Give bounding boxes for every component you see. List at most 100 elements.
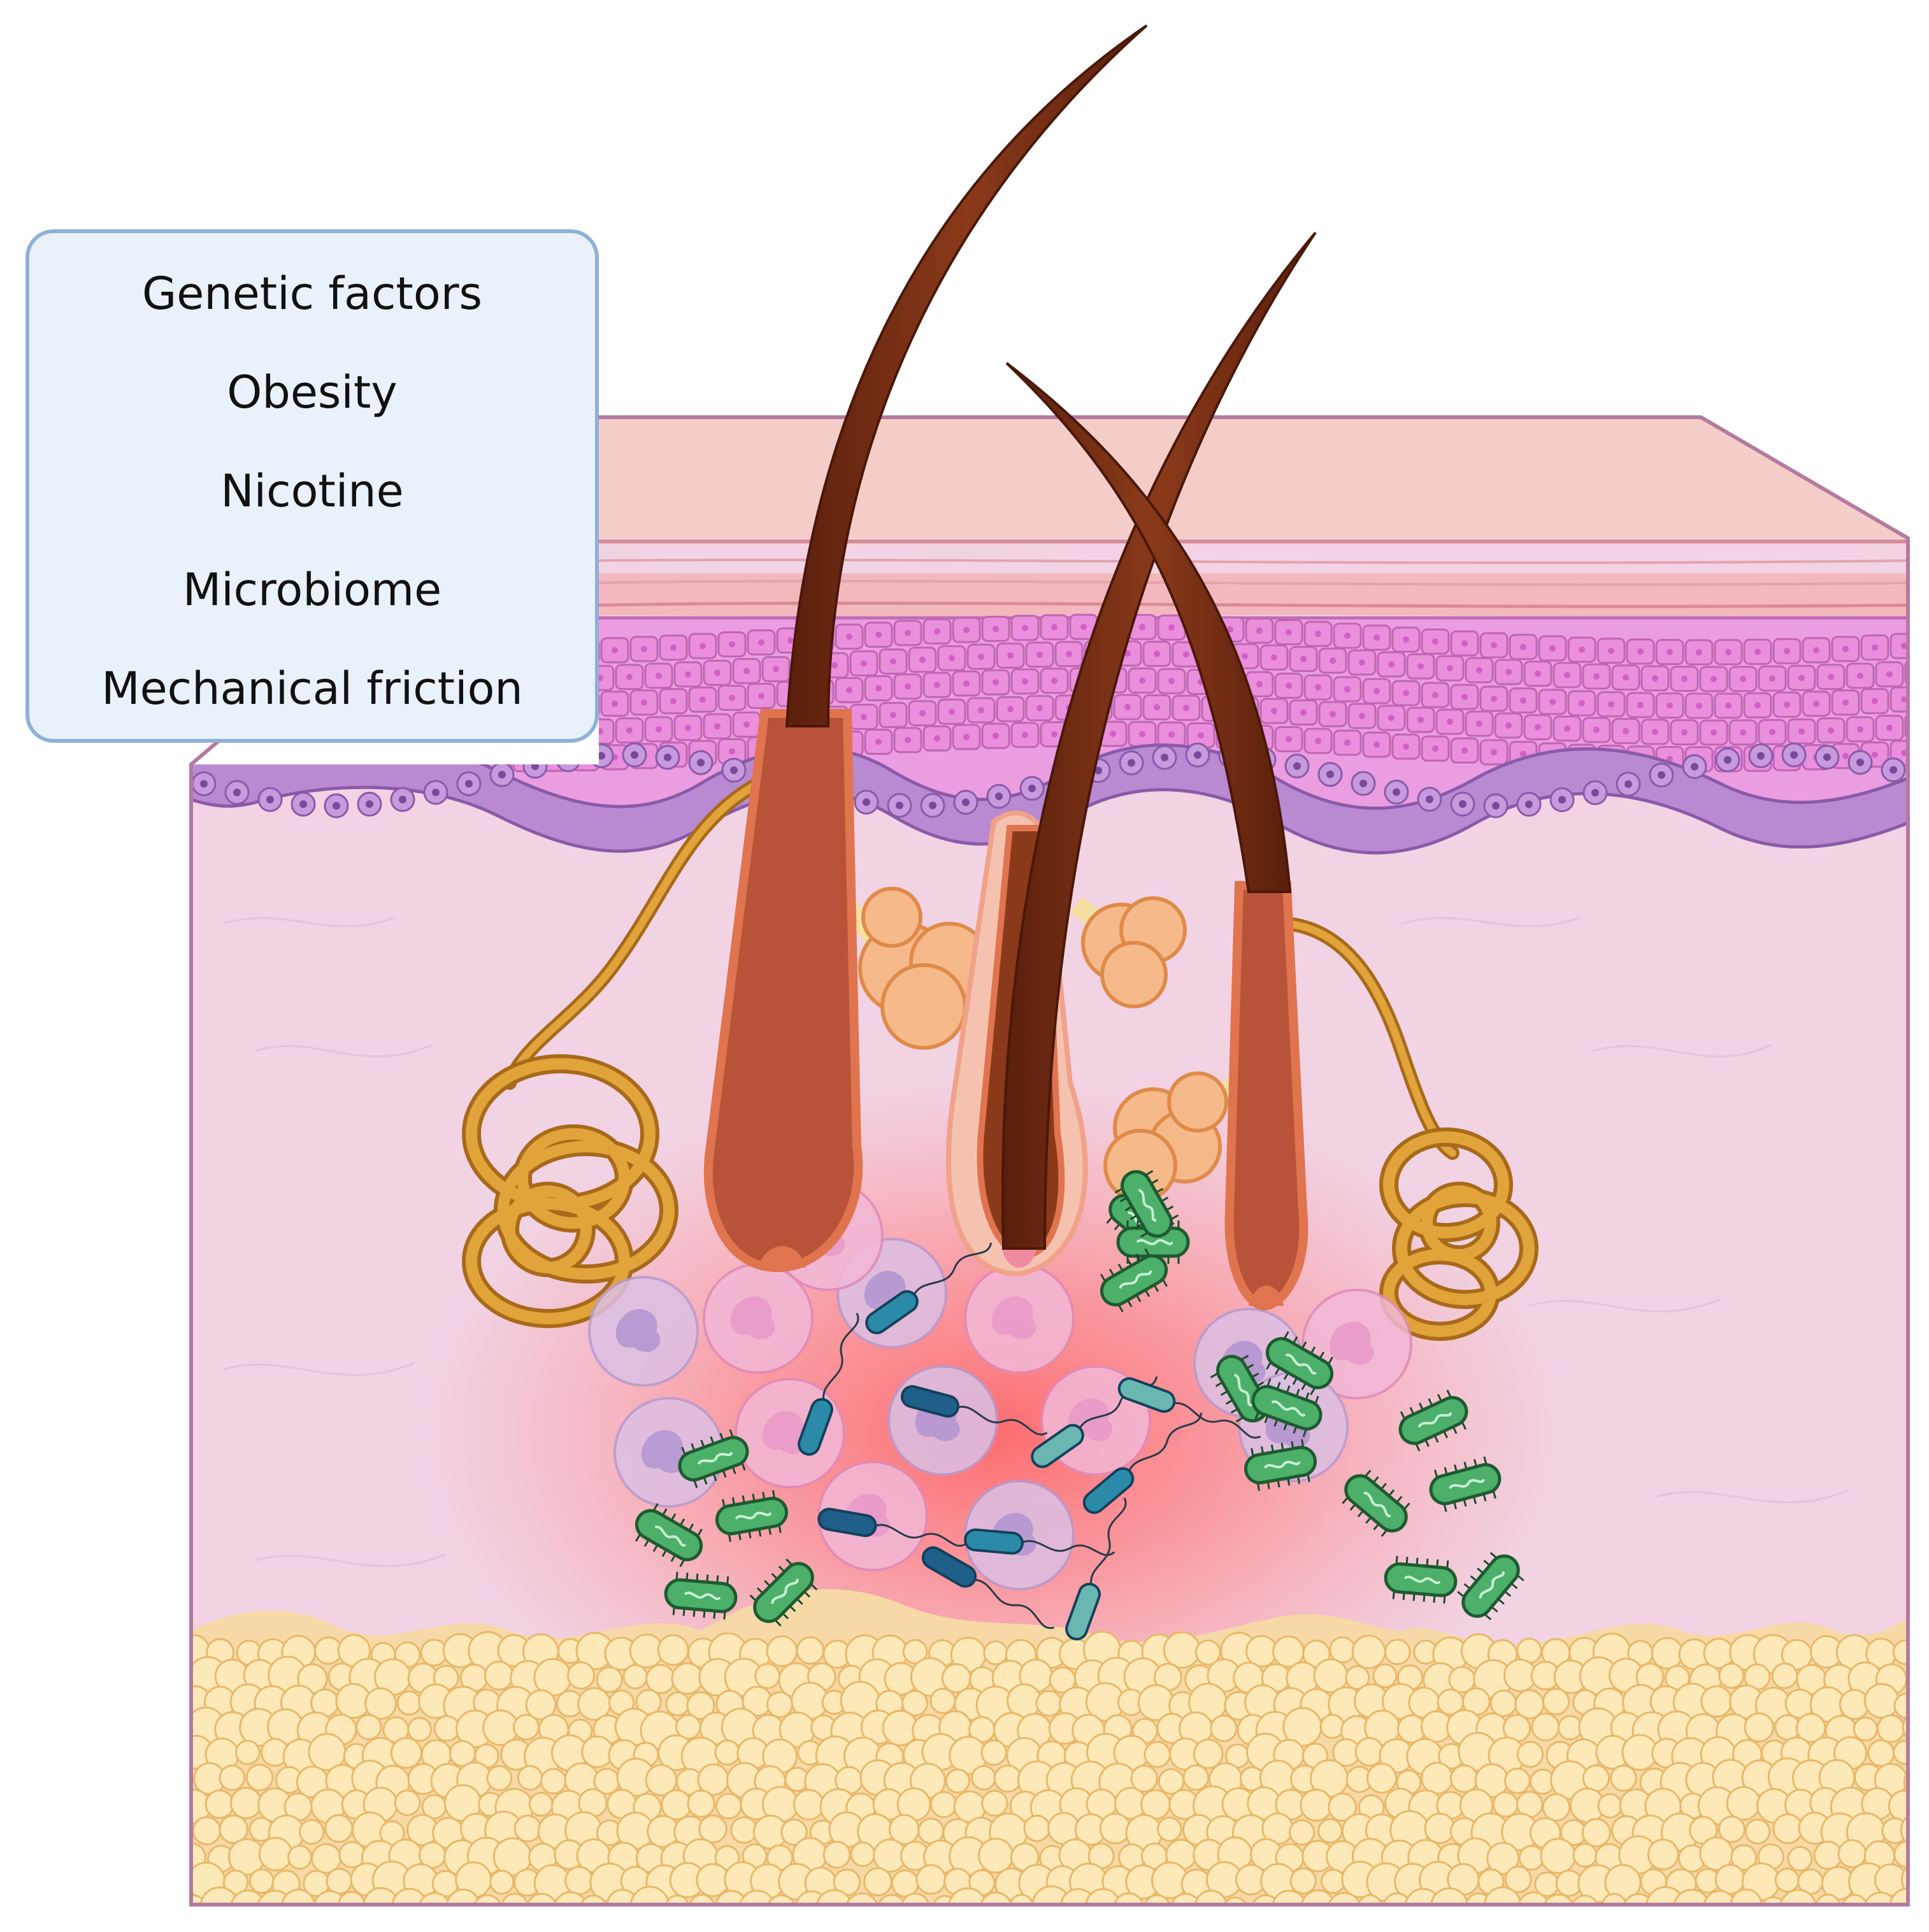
- fat-cell-icon: [1031, 1885, 1072, 1905]
- keratinocyte-cell: [1904, 659, 1908, 686]
- fat-cell-icon: [629, 1885, 670, 1905]
- fat-cell-icon: [1582, 1764, 1610, 1792]
- basal-cell-nucleus: [631, 751, 638, 759]
- cell-nucleus: [626, 727, 633, 734]
- cell-nucleus: [612, 647, 618, 654]
- fat-cell-icon: [391, 1887, 427, 1905]
- fat-cell-icon: [486, 1765, 513, 1791]
- fat-cell-icon: [1326, 1892, 1362, 1905]
- cell-nucleus: [1535, 670, 1541, 677]
- fat-cell-icon: [1085, 1888, 1121, 1905]
- cell-nucleus: [1535, 724, 1541, 731]
- bacterium-icon: [921, 1546, 1054, 1629]
- cell-nucleus: [1022, 678, 1028, 685]
- cell-nucleus: [494, 755, 501, 762]
- basal-cell-nucleus: [962, 798, 970, 806]
- fat-cell-icon: [983, 1640, 1008, 1666]
- fat-cell-icon: [1518, 1845, 1545, 1871]
- cell-nucleus: [963, 734, 970, 741]
- cell-nucleus: [1491, 695, 1497, 702]
- cell-nucleus: [1872, 698, 1878, 705]
- cell-nucleus: [758, 639, 764, 646]
- fat-cell-icon: [489, 1870, 515, 1895]
- fat-cell-icon: [941, 1663, 972, 1694]
- bacterium-icon: [865, 1242, 993, 1335]
- fat-cell-icon: [915, 1864, 947, 1895]
- cell-nucleus: [1373, 688, 1380, 695]
- fat-cell-icon: [1404, 1887, 1442, 1905]
- cell-nucleus: [787, 637, 794, 644]
- basal-cell-nucleus: [1194, 751, 1201, 759]
- fat-cell-icon: [362, 1887, 399, 1905]
- fat-cell-icon: [287, 1845, 313, 1870]
- cell-nucleus: [1769, 675, 1775, 682]
- cell-nucleus: [1461, 694, 1468, 701]
- fat-cell-icon: [657, 1634, 689, 1666]
- cell-nucleus: [1857, 726, 1863, 733]
- bacterium-icon: [715, 1490, 788, 1542]
- bacterium-icon: [635, 1503, 703, 1568]
- basal-cell-nucleus: [1856, 758, 1864, 766]
- fat-cell-icon: [1581, 1818, 1611, 1848]
- basal-cell-nucleus: [1691, 762, 1698, 771]
- cell-nucleus: [934, 735, 940, 742]
- cell-nucleus: [743, 721, 750, 728]
- fat-cell-icon: [661, 1789, 692, 1821]
- cell-nucleus: [1593, 726, 1600, 733]
- cell-nucleus: [1725, 648, 1732, 655]
- fat-cell-icon: [766, 1635, 798, 1668]
- cell-nucleus: [1271, 708, 1277, 715]
- cell-nucleus: [831, 662, 838, 669]
- fat-cell-icon: [1772, 1813, 1804, 1844]
- cell-nucleus: [1784, 648, 1790, 655]
- cell-nucleus: [1784, 701, 1790, 708]
- fat-cell-icon: [792, 1789, 825, 1821]
- fat-cell-icon: [1357, 1894, 1383, 1905]
- fat-cell-icon: [877, 1894, 907, 1905]
- sweat-gland-right: [1280, 917, 1538, 1341]
- cell-nucleus: [1154, 650, 1160, 657]
- fat-cell-icon: [1366, 1763, 1398, 1794]
- cell-nucleus: [1710, 675, 1717, 682]
- fat-cell-icon: [472, 1894, 503, 1905]
- bacterium-icon: [964, 1528, 1115, 1556]
- cell-nucleus: [1124, 650, 1131, 657]
- fat-cell-icon: [815, 1889, 853, 1905]
- cell-nucleus: [685, 671, 691, 678]
- hair-icon: [1005, 362, 1292, 893]
- fat-cell-icon: [1572, 1842, 1598, 1868]
- keratinocyte-cell: [278, 739, 307, 766]
- fat-cell-icon: [715, 1889, 748, 1905]
- cell-nucleus: [1798, 675, 1805, 682]
- bacterium-icon: [664, 1571, 738, 1620]
- fat-cell-icon: [780, 1819, 808, 1846]
- bacterium-icon: [900, 1385, 1048, 1436]
- fat-cell-icon: [1714, 1863, 1746, 1895]
- cell-nucleus: [1036, 651, 1043, 658]
- fat-cell-icon: [1351, 1635, 1386, 1670]
- bacterium-icon: [1251, 1378, 1323, 1438]
- cell-nucleus: [699, 643, 706, 650]
- basal-cell-nucleus: [995, 792, 1003, 801]
- cell-nucleus: [1520, 697, 1526, 704]
- keratinocyte-cell: [1904, 713, 1908, 740]
- bacterium-icon: [817, 1507, 967, 1547]
- basal-cell-nucleus: [1359, 779, 1367, 787]
- cell-nucleus: [1198, 732, 1204, 739]
- fat-cell-icon: [796, 1636, 825, 1665]
- basal-cell-nucleus: [366, 800, 373, 808]
- cell-nucleus: [1036, 705, 1043, 712]
- cell-nucleus: [1168, 731, 1175, 738]
- sweat-gland-left: [462, 770, 778, 1328]
- fat-cell-icon: [1771, 1662, 1798, 1689]
- hair-follicle-left: [703, 709, 863, 1273]
- bacterium-icon: [1065, 1497, 1127, 1641]
- basal-cell-nucleus: [1624, 780, 1632, 788]
- cell-nucleus: [1886, 724, 1893, 731]
- cell-nucleus: [1476, 720, 1482, 727]
- fat-cell-icon: [1718, 1663, 1745, 1689]
- neutrophil-icon: [887, 1365, 998, 1476]
- cell-nucleus: [626, 673, 633, 680]
- factor-obesity: Obesity: [227, 366, 398, 419]
- fat-cell-icon: [1345, 1665, 1370, 1691]
